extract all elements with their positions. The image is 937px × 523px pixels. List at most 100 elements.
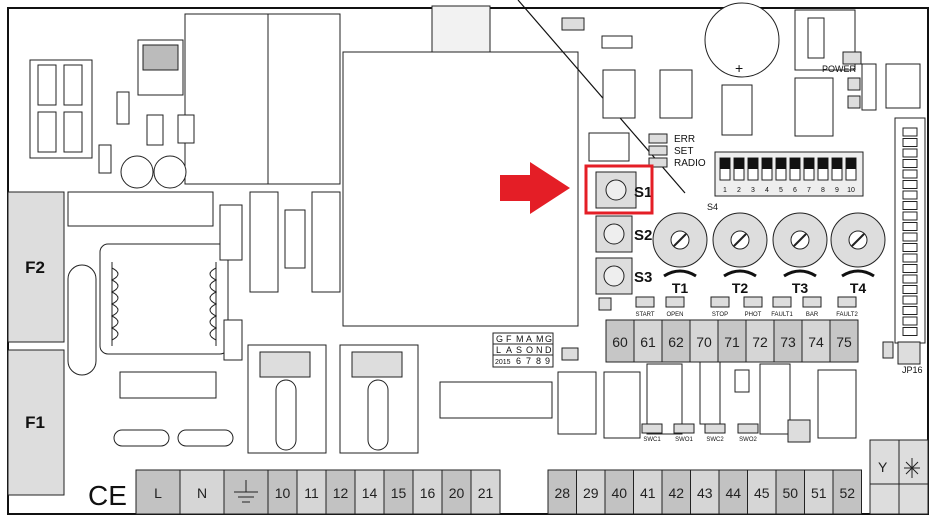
terminal-51[interactable]	[804, 469, 834, 515]
jp16-pin	[902, 243, 918, 252]
terminal-label-51: 51	[811, 485, 827, 501]
terminal-n[interactable]	[179, 469, 225, 515]
terminal-label-44: 44	[725, 485, 741, 501]
terminal-16[interactable]	[412, 469, 443, 515]
jp16-pin	[902, 264, 918, 273]
terminal-29[interactable]	[576, 469, 606, 515]
jp16-pin	[902, 316, 918, 326]
jp16-pin	[902, 138, 918, 147]
ce-mark: CE	[88, 480, 127, 511]
terminal-label-74: 74	[808, 334, 824, 350]
dip-key-lever-3	[748, 158, 758, 169]
terminal-11[interactable]	[296, 469, 327, 515]
input-label-start: START	[635, 312, 654, 318]
input-led-stop	[710, 296, 730, 308]
terminal-label-28: 28	[554, 485, 570, 501]
trimmer-label-t3: T3	[792, 280, 809, 296]
terminal-71[interactable]	[717, 319, 747, 363]
jp16-pin	[902, 180, 918, 189]
svg-text:A: A	[526, 334, 532, 344]
jp16-pin	[902, 148, 918, 158]
input-led-phot	[743, 296, 763, 308]
led-radio-label: RADIO	[674, 158, 706, 169]
svg-text:6: 6	[516, 356, 521, 366]
svg-text:F: F	[506, 334, 512, 344]
dip-number-2: 2	[737, 187, 741, 194]
terminal-52[interactable]	[832, 469, 862, 515]
terminal-72[interactable]	[745, 319, 775, 363]
terminal-10[interactable]	[267, 469, 298, 515]
svg-text:9: 9	[545, 356, 550, 366]
dip-key-lever-1	[720, 158, 730, 169]
switch-swc1	[641, 423, 663, 434]
svg-text:S1: S1	[634, 184, 652, 201]
terminal-label-20: 20	[449, 485, 465, 501]
terminal-41[interactable]	[633, 469, 663, 515]
trimmer-label-t2: T2	[732, 280, 749, 296]
dip-number-1: 1	[723, 187, 727, 194]
terminal-14[interactable]	[354, 469, 385, 515]
terminal-label-71: 71	[724, 334, 740, 350]
terminal-73[interactable]	[773, 319, 803, 363]
terminal-50[interactable]	[775, 469, 805, 515]
button-s3[interactable]: S3	[595, 257, 652, 295]
svg-text:7: 7	[526, 356, 531, 366]
svg-text:G: G	[545, 334, 552, 344]
terminal-20[interactable]	[441, 469, 472, 515]
terminal-label-15: 15	[391, 485, 407, 501]
terminal-74[interactable]	[801, 319, 831, 363]
trimmer-slot-t2	[733, 233, 747, 247]
terminal-21[interactable]	[470, 469, 501, 515]
terminal-61[interactable]	[633, 319, 663, 363]
jp16-pin	[902, 285, 918, 294]
terminal-44[interactable]	[718, 469, 748, 515]
jp16-pin	[902, 306, 918, 315]
svg-text:N: N	[536, 345, 543, 355]
coil-transformer	[99, 243, 229, 355]
dip-key-lever-7	[804, 158, 814, 169]
terminal-label-45: 45	[754, 485, 770, 501]
dip-key-lever-2	[734, 158, 744, 169]
relay-large-left	[184, 13, 271, 185]
input-label-bar: BAR	[806, 312, 819, 318]
dip-key-lever-9	[832, 158, 842, 169]
jumper-label: JP16	[902, 365, 923, 375]
input-led-open	[665, 296, 685, 308]
switch-swo1	[673, 423, 695, 434]
dip-key-lever-8	[818, 158, 828, 169]
terminal-15[interactable]	[383, 469, 414, 515]
jp16-pin	[902, 127, 918, 137]
switch-swo2	[737, 423, 759, 434]
terminal-label-41: 41	[640, 485, 656, 501]
led-indicators: ERR SET RADIO	[648, 133, 706, 169]
terminal-l[interactable]	[135, 469, 181, 515]
dip-key-lever-5	[776, 158, 786, 169]
trimmer-arc-t1	[663, 269, 697, 278]
button-s1[interactable]: S1	[595, 171, 652, 209]
jp16-pin	[902, 169, 918, 179]
terminal-label-12: 12	[333, 485, 349, 501]
svg-text:D: D	[545, 345, 552, 355]
terminal-label-50: 50	[782, 485, 798, 501]
terminal-12[interactable]	[325, 469, 356, 515]
dip-switch-label: S4	[707, 202, 718, 212]
top-connector	[431, 5, 491, 55]
terminal-label-40: 40	[611, 485, 627, 501]
input-label-stop: STOP	[712, 312, 728, 318]
trimmer-label-t4: T4	[850, 280, 867, 296]
trimmer-slot-t3	[793, 233, 807, 247]
trimmer-arc-t2	[723, 269, 757, 278]
button-s2[interactable]: S2	[595, 215, 652, 253]
highlight-box-s1	[584, 164, 654, 215]
red-arrow	[500, 162, 570, 214]
terminal-label-62: 62	[668, 334, 684, 350]
trimmer-arc-t4	[841, 269, 875, 278]
dip-number-6: 6	[793, 187, 797, 194]
dip-number-7: 7	[807, 187, 811, 194]
terminal-75[interactable]	[829, 319, 859, 363]
trimmer-label-t1: T1	[672, 280, 689, 296]
trimmer-arc-t3	[783, 269, 817, 278]
